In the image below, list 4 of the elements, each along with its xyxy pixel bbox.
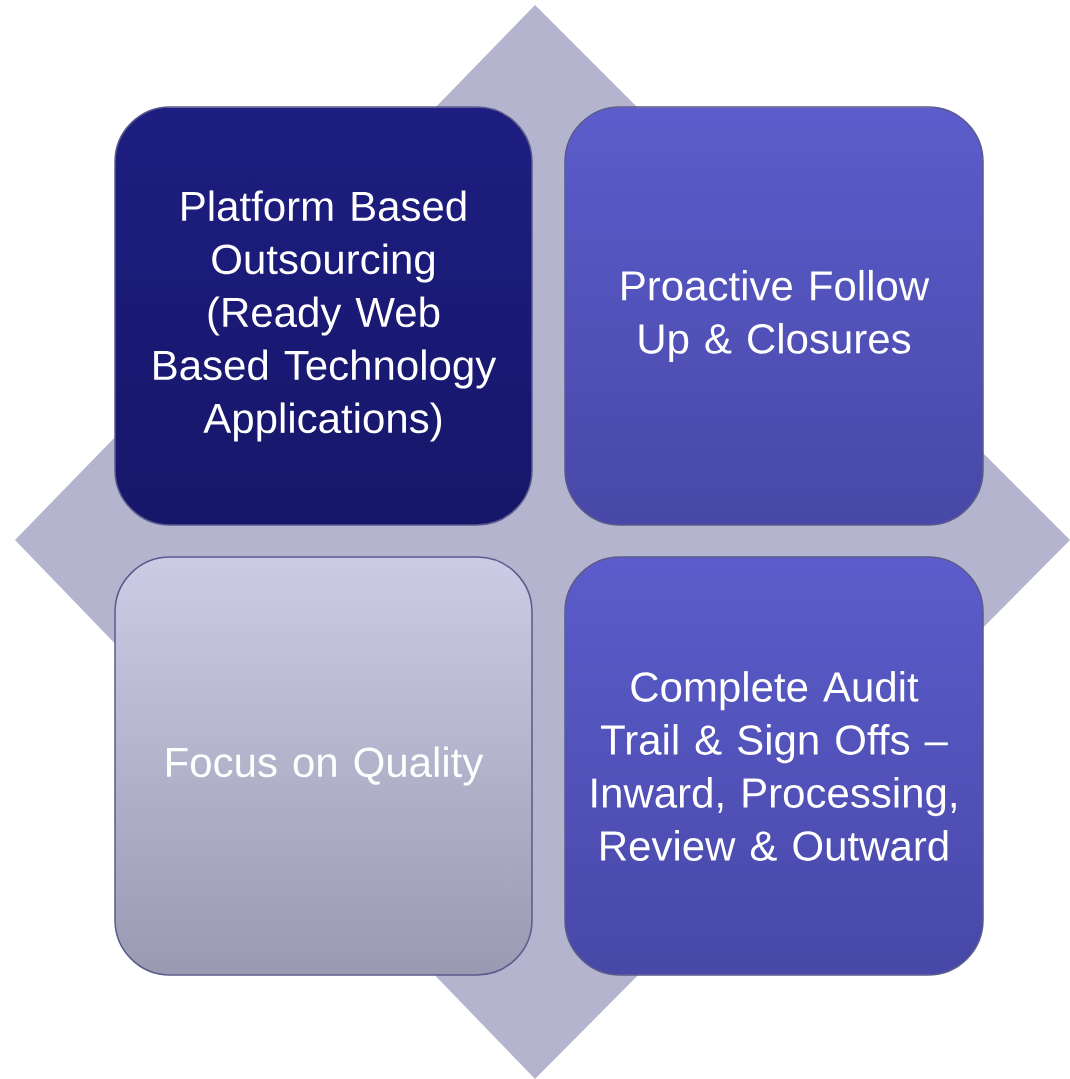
rounded-box: Proactive Follow Up & Closures (564, 106, 984, 526)
rounded-box: Platform Based Outsourcing (Ready Web Based Technology Applications) (114, 106, 533, 526)
rounded-box: Focus on Quality (114, 556, 533, 976)
rounded-box: Complete Audit Trail & Sign Offs – Inward, Processing, Review & Outward (564, 556, 984, 976)
